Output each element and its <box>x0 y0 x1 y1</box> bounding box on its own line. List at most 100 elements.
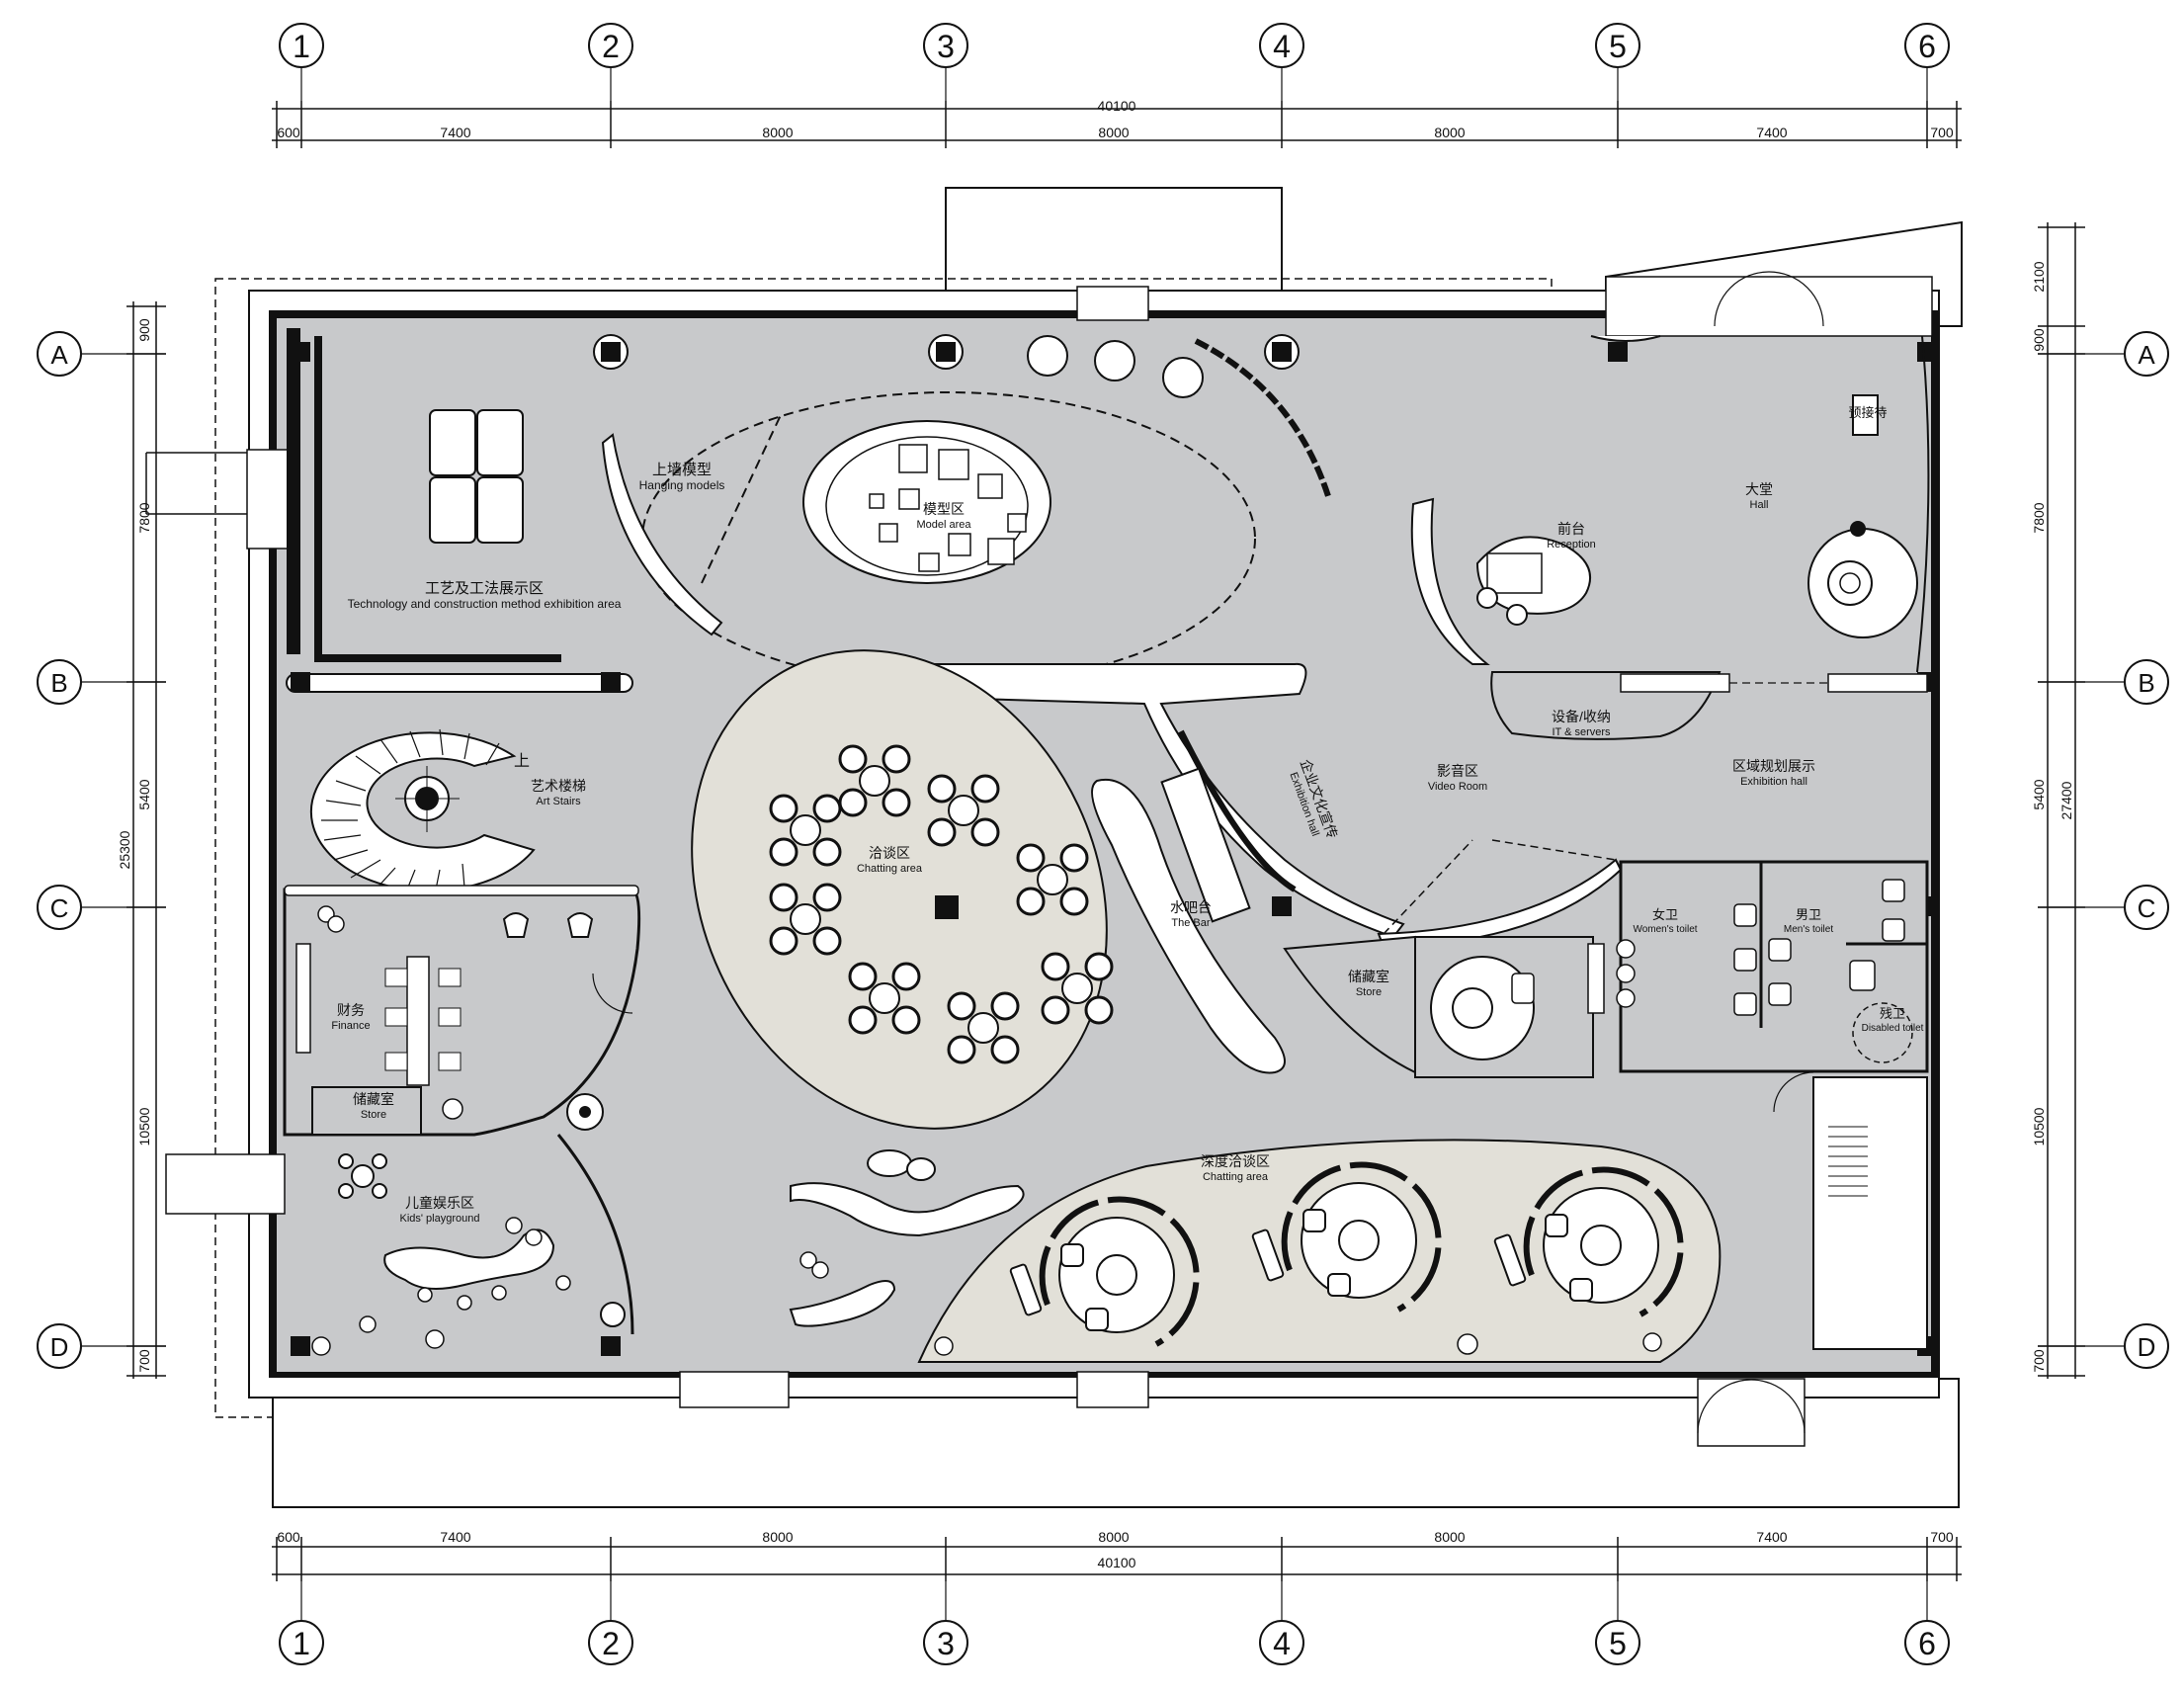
stair-door-swing[interactable] <box>1773 1071 1814 1113</box>
video-room-divider <box>1383 839 1473 935</box>
room-label-en: Hanging models <box>639 478 725 492</box>
store-small <box>311 1086 422 1136</box>
tech-exhibition-room <box>286 328 633 693</box>
chair-icon <box>812 926 842 956</box>
chat-table-icon <box>1016 843 1089 916</box>
stair-treads <box>1828 1126 1868 1197</box>
grid-row-label: B <box>50 668 67 698</box>
table-icon <box>1037 864 1068 895</box>
grid-row-label: C <box>2138 893 2156 923</box>
room-label-en: Art Stairs <box>536 796 581 807</box>
dim-bottom-seg: 8000 <box>1098 1529 1129 1545</box>
stair-up-label: 上 <box>514 752 530 770</box>
entrance-vestibule <box>1605 276 1933 337</box>
room-label-en: Model area <box>916 519 971 531</box>
chair-icon <box>812 883 842 912</box>
chat-table-icon <box>1041 952 1114 1025</box>
chair-icon <box>927 774 957 804</box>
finance-door-swing[interactable] <box>592 973 633 1014</box>
chair-icon <box>990 991 1020 1021</box>
chair-icon <box>769 837 798 867</box>
rear-door-swing[interactable] <box>1697 1379 1806 1434</box>
chair-icon <box>1060 1243 1084 1267</box>
bottom-door[interactable] <box>1076 1371 1149 1408</box>
dim-bottom-seg: 7400 <box>1756 1529 1787 1545</box>
table-icon <box>967 1012 999 1044</box>
pod-table <box>1096 1254 1137 1296</box>
dim-bottom-seg: 600 <box>277 1529 300 1545</box>
chair-icon <box>891 962 921 991</box>
dimension-bottom <box>272 1537 1962 1581</box>
room-label-zh: 财务 <box>337 1002 365 1018</box>
grid-col-label: 6 <box>1918 1626 1936 1661</box>
room-label-en: Disabled toilet <box>1862 1023 1924 1034</box>
hall-partition <box>1620 673 1730 693</box>
dim-top-seg: 600 <box>277 125 300 140</box>
dim-top-seg: 7400 <box>1756 125 1787 140</box>
grid-lines <box>81 67 2125 1621</box>
room-label-zh: 残卫 <box>1880 1006 1905 1021</box>
bar-display-frame <box>1160 767 1251 923</box>
pod-screen-arc <box>1523 1166 1684 1317</box>
dim-left-seg: 10500 <box>136 1107 152 1145</box>
hanging-models-wall <box>601 433 723 636</box>
pod-table <box>1580 1225 1622 1266</box>
pod-screen-arc <box>1281 1161 1442 1313</box>
room-label: 预接待 <box>1848 405 1887 420</box>
room-label-en: Kids' playground <box>400 1213 480 1225</box>
pre-reception-kiosk <box>1852 394 1879 436</box>
grid-row-label: B <box>2138 668 2154 698</box>
bottom-door[interactable] <box>679 1371 790 1408</box>
kids-room-wall <box>556 1134 634 1335</box>
dim-right-seg: 7800 <box>2031 502 2047 533</box>
room-label-en: Finance <box>331 1020 370 1032</box>
room-label-zh: 储藏室 <box>1348 969 1389 984</box>
grid-row-label: A <box>50 340 68 370</box>
finance-storage <box>295 943 311 1054</box>
dim-right-seg: 700 <box>2031 1349 2047 1373</box>
grid-row-label: D <box>2138 1332 2156 1362</box>
chair-icon <box>1327 1273 1351 1297</box>
room-label-zh: 深度洽谈区 <box>1201 1153 1270 1169</box>
curved-screen <box>1194 338 1332 500</box>
stair-core <box>1812 1076 1928 1350</box>
dim-bottom-seg: 7400 <box>440 1529 470 1545</box>
chair-icon <box>1059 887 1089 916</box>
room-label: 残卫 Disabled toilet <box>1862 1006 1924 1034</box>
entrance-door-swing[interactable] <box>1714 271 1824 327</box>
grid-col-label: 4 <box>1273 29 1291 64</box>
round-planter <box>600 1302 626 1327</box>
dim-bottom-total: 40100 <box>1098 1555 1136 1570</box>
exhibition-curve-line <box>1178 729 1297 892</box>
room-label-zh: 工艺及工法展示区 <box>425 580 544 597</box>
chat-table-icon <box>927 774 1000 847</box>
chair-icon <box>848 962 878 991</box>
pod-table <box>1338 1220 1380 1261</box>
chair-icon <box>848 1005 878 1035</box>
room-label-zh: 儿童娱乐区 <box>405 1195 474 1211</box>
chair-icon <box>812 794 842 823</box>
rear-entrance[interactable] <box>1697 1378 1806 1447</box>
video-room-round-seat <box>1430 956 1535 1060</box>
room-label-zh: 影音区 <box>1437 763 1478 779</box>
room-label-en: Reception <box>1547 539 1596 551</box>
room-label-en: Women's toilet <box>1633 924 1697 935</box>
room-label-zh: 区域规划展示 <box>1732 758 1815 774</box>
chair-icon <box>1569 1278 1593 1302</box>
finance-wall-top <box>284 885 639 896</box>
chair-icon <box>1041 995 1070 1025</box>
top-door[interactable] <box>1076 286 1149 321</box>
dim-left-seg: 700 <box>136 1349 152 1373</box>
room-label-en: Exhibition hall <box>1740 776 1807 788</box>
room-label-zh: 上墙模型 <box>652 462 712 478</box>
chat-table-icon <box>769 883 842 956</box>
chair-icon <box>838 744 868 774</box>
grid-col-label: 1 <box>293 29 310 64</box>
chair-icon <box>882 788 911 817</box>
